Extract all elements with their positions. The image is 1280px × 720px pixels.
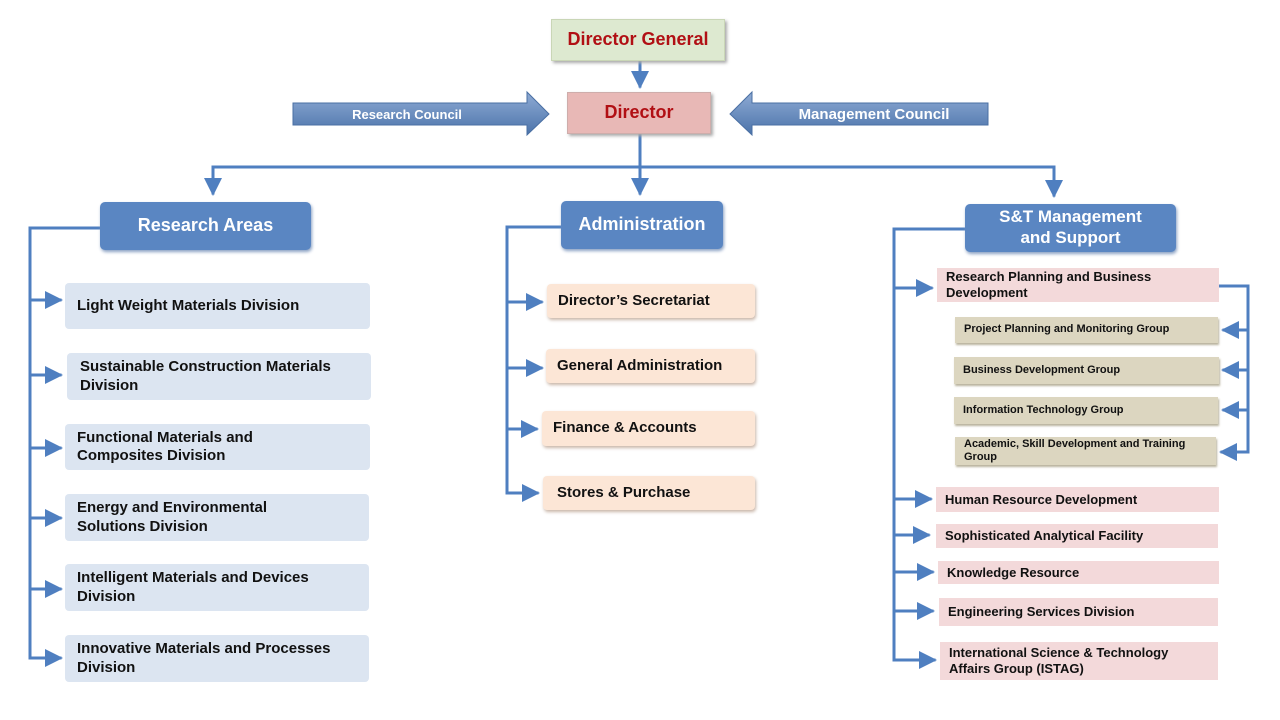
planning-group-box: Business Development Group [954,357,1219,384]
support-unit-box: International Science & Technology Affai… [940,642,1218,680]
admin-unit-box: Stores & Purchase [543,476,755,510]
admin-unit-box: Director’s Secretariat [547,284,755,318]
administration-heading: Administration [561,201,723,249]
support-unit-label: Human Resource Development [945,491,1138,507]
research-division-box: Light Weight Materials Division [65,283,370,329]
support-unit-box: Human Resource Development [936,487,1219,512]
director-general-label: Director General [567,29,709,50]
director-label: Director [604,102,674,123]
division-label: Energy and Environmental Solutions Divis… [77,499,268,535]
admin-unit-label: General Administration [557,356,723,374]
research-division-box: Innovative Materials and Processes Divis… [65,635,369,682]
group-label: Information Technology Group [963,403,1124,416]
support-unit-box: Research Planning and Business Developme… [937,268,1219,302]
administration-title: Administration [578,214,706,235]
group-label: Business Development Group [963,363,1121,376]
research-areas-title: Research Areas [137,215,274,236]
research-council-arrow [292,90,550,137]
support-unit-label: International Science & Technology Affai… [949,645,1169,676]
st-management-title: S&T Management and Support [999,207,1142,247]
division-label: Light Weight Materials Division [77,296,300,314]
planning-group-box: Academic, Skill Development and Training… [955,437,1216,465]
research-areas-heading: Research Areas [100,202,311,250]
group-label: Project Planning and Monitoring Group [964,323,1170,336]
research-division-box: Sustainable Construction Materials Divis… [67,353,371,400]
director-box: Director [567,92,711,134]
research-division-box: Functional Materials and Composites Divi… [65,424,370,470]
division-label: Sustainable Construction Materials Divis… [80,358,331,394]
admin-unit-label: Finance & Accounts [553,419,697,437]
admin-unit-box: General Administration [546,349,755,383]
support-unit-box: Knowledge Resource [938,561,1219,584]
support-unit-label: Research Planning and Business Developme… [946,269,1152,300]
admin-unit-box: Finance & Accounts [542,411,755,446]
admin-unit-label: Stores & Purchase [557,483,691,501]
support-unit-label: Knowledge Resource [947,564,1080,580]
support-unit-label: Sophisticated Analytical Facility [945,528,1144,544]
admin-unit-label: Director’s Secretariat [558,291,710,309]
division-label: Intelligent Materials and Devices Divisi… [77,569,309,605]
support-unit-box: Sophisticated Analytical Facility [936,524,1218,548]
division-label: Functional Materials and Composites Divi… [77,428,253,464]
st-management-heading: S&T Management and Support [965,204,1176,252]
division-label: Innovative Materials and Processes Divis… [77,640,331,676]
planning-group-box: Project Planning and Monitoring Group [955,317,1218,343]
research-division-box: Intelligent Materials and Devices Divisi… [65,564,369,611]
research-council-label: Research Council [352,106,462,122]
planning-group-box: Information Technology Group [954,397,1218,424]
director-general-box: Director General [551,19,725,61]
management-council-arrow [729,90,989,137]
management-council-label: Management Council [798,105,950,123]
research-division-box: Energy and Environmental Solutions Divis… [65,494,369,541]
support-unit-box: Engineering Services Division [939,598,1218,626]
support-unit-label: Engineering Services Division [948,604,1135,620]
group-label: Academic, Skill Development and Training… [964,437,1186,463]
